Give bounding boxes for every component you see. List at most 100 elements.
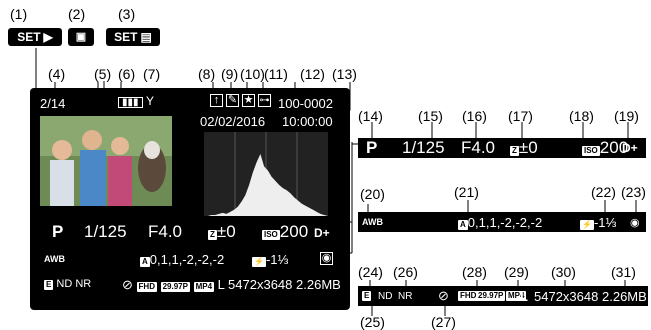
detail-shutter: 1/125 <box>402 138 445 157</box>
photo-thumbnail <box>40 116 172 206</box>
set2-label: SET <box>114 30 138 44</box>
picture-style-icon: A <box>140 257 150 267</box>
dplus-value: D+ <box>314 226 330 240</box>
detail-nr: NR <box>398 290 413 302</box>
detail-exposure-icon: Z <box>510 146 519 156</box>
callout-11: (11) <box>264 66 288 82</box>
exposure-comp-value: ±0 <box>216 222 236 241</box>
detail-exposure-value: ±0 <box>518 138 538 157</box>
callout-8: (8) <box>198 66 216 82</box>
callout-31: (31) <box>611 264 636 280</box>
detail-image-size: 5472x3648 <box>534 288 599 304</box>
detail-nd: ND <box>378 290 393 302</box>
callout-15: (15) <box>418 108 443 124</box>
metering-icon: ◉ <box>320 252 333 265</box>
set-disp-button[interactable]: SET ▤ <box>106 28 160 46</box>
iso-value: 200 <box>279 222 309 241</box>
callout-2: (2) <box>68 6 86 22</box>
detail-hdr-icon: E <box>362 291 372 301</box>
nr-value: NR <box>75 278 92 290</box>
bottom-row-2: ⊘ FHD 29.97P MP4 L 5472x3648 2.26MB <box>122 277 341 293</box>
movie-size: FHD <box>136 282 157 292</box>
flash-comp-icon: ⚡ <box>252 257 266 267</box>
callout-26: (26) <box>393 264 418 280</box>
wb-value: AWB <box>44 254 65 264</box>
nd-value: ND <box>56 278 73 290</box>
detail-style-icon: A <box>458 219 468 230</box>
callout-18: (18) <box>569 108 594 124</box>
callout-5: (5) <box>94 66 112 82</box>
shot-time: 10:00:00 <box>282 114 333 129</box>
callout-4: (4) <box>48 66 66 82</box>
detail-exposure: Z±0 <box>510 138 538 158</box>
detail-mode: P <box>366 138 378 157</box>
file-number: 100-0002 <box>278 96 333 111</box>
battery-icon: ▮▮▮ <box>118 97 143 108</box>
set-play-button[interactable]: SET ▶ <box>8 28 62 46</box>
disp-icon: ▤ <box>140 30 152 44</box>
quality-value: L <box>217 277 225 292</box>
aperture-value: F4.0 <box>148 222 183 241</box>
callout-22: (22) <box>591 184 616 200</box>
callout-6: (6) <box>118 66 136 82</box>
protect-icon: ↑ <box>210 94 223 107</box>
flash-comp-value: -1⅓ <box>265 252 289 267</box>
callout-23: (23) <box>621 184 646 200</box>
detail-movie-format: MP4 <box>506 291 527 301</box>
detail-movie-size: FHD <box>458 291 479 301</box>
detail-flash: ⚡-1⅓ <box>580 215 616 230</box>
callout-24: (24) <box>358 264 383 280</box>
callout-16: (16) <box>462 108 487 124</box>
iso-icon: ISO <box>262 230 280 240</box>
detail-metering-icon: ◉ <box>630 216 640 229</box>
eye-fi-icon: Y <box>146 94 155 108</box>
movie-format: MP4 <box>193 282 215 292</box>
frame-count: 2/14 <box>40 96 66 111</box>
histogram <box>204 132 328 216</box>
display-info-icon: ▣ <box>75 31 87 43</box>
detail-style-values: 0,1,1,-2,-2,-2 <box>467 214 543 230</box>
callout-25: (25) <box>360 314 385 330</box>
display-toggle-button[interactable]: ▣ <box>68 28 94 46</box>
file-size: 2.26MB <box>296 277 341 292</box>
focus-icon: ⊘ <box>122 277 133 292</box>
callout-12: (12) <box>300 66 325 82</box>
callout-10: (10) <box>240 66 265 82</box>
exposure-comp: Z±0 <box>208 222 236 242</box>
callout-3: (3) <box>118 6 136 22</box>
callout-9: (9) <box>221 66 239 82</box>
callout-1: (1) <box>10 6 28 22</box>
callout-20: (20) <box>360 186 385 202</box>
callout-13: (13) <box>332 66 357 82</box>
movie-rate: 29.97P <box>160 282 190 292</box>
callout-30: (30) <box>551 264 576 280</box>
play-icon: ▶ <box>43 30 53 44</box>
detail-iso-icon: ISO <box>582 146 600 156</box>
hdr-icon: E <box>44 280 54 290</box>
exposure-comp-icon: Z <box>208 230 217 240</box>
callout-29: (29) <box>504 264 529 280</box>
image-size: 5472x3648 <box>228 277 293 292</box>
shot-date: 02/02/2016 <box>200 114 266 129</box>
detail-wb: AWB <box>362 217 383 227</box>
detail-focus-icon: ⊘ <box>438 288 449 303</box>
detail-movie-rate: 29.97P <box>476 291 506 301</box>
detail-strip-3: E ND NR ⊘ FHD 29.97P MP4 L 5472x3648 2.2… <box>358 286 648 306</box>
playback-screen: 2/14 ▮▮▮ Y ↑ ✎ ★ ⊶ 100-0002 02/02/2016 1… <box>30 88 350 310</box>
callout-27: (27) <box>431 314 456 330</box>
detail-quality: L <box>520 288 528 304</box>
detail-dplus: D+ <box>622 141 638 155</box>
edited-icon: ✎ <box>226 94 239 107</box>
detail-file-size: 2.26MB <box>602 288 647 304</box>
callout-19: (19) <box>614 108 639 124</box>
callout-28: (28) <box>462 264 487 280</box>
detail-flash-icon: ⚡ <box>580 219 594 230</box>
lock-icon: ⊶ <box>258 94 271 107</box>
detail-flash-value: -1⅓ <box>593 214 617 230</box>
